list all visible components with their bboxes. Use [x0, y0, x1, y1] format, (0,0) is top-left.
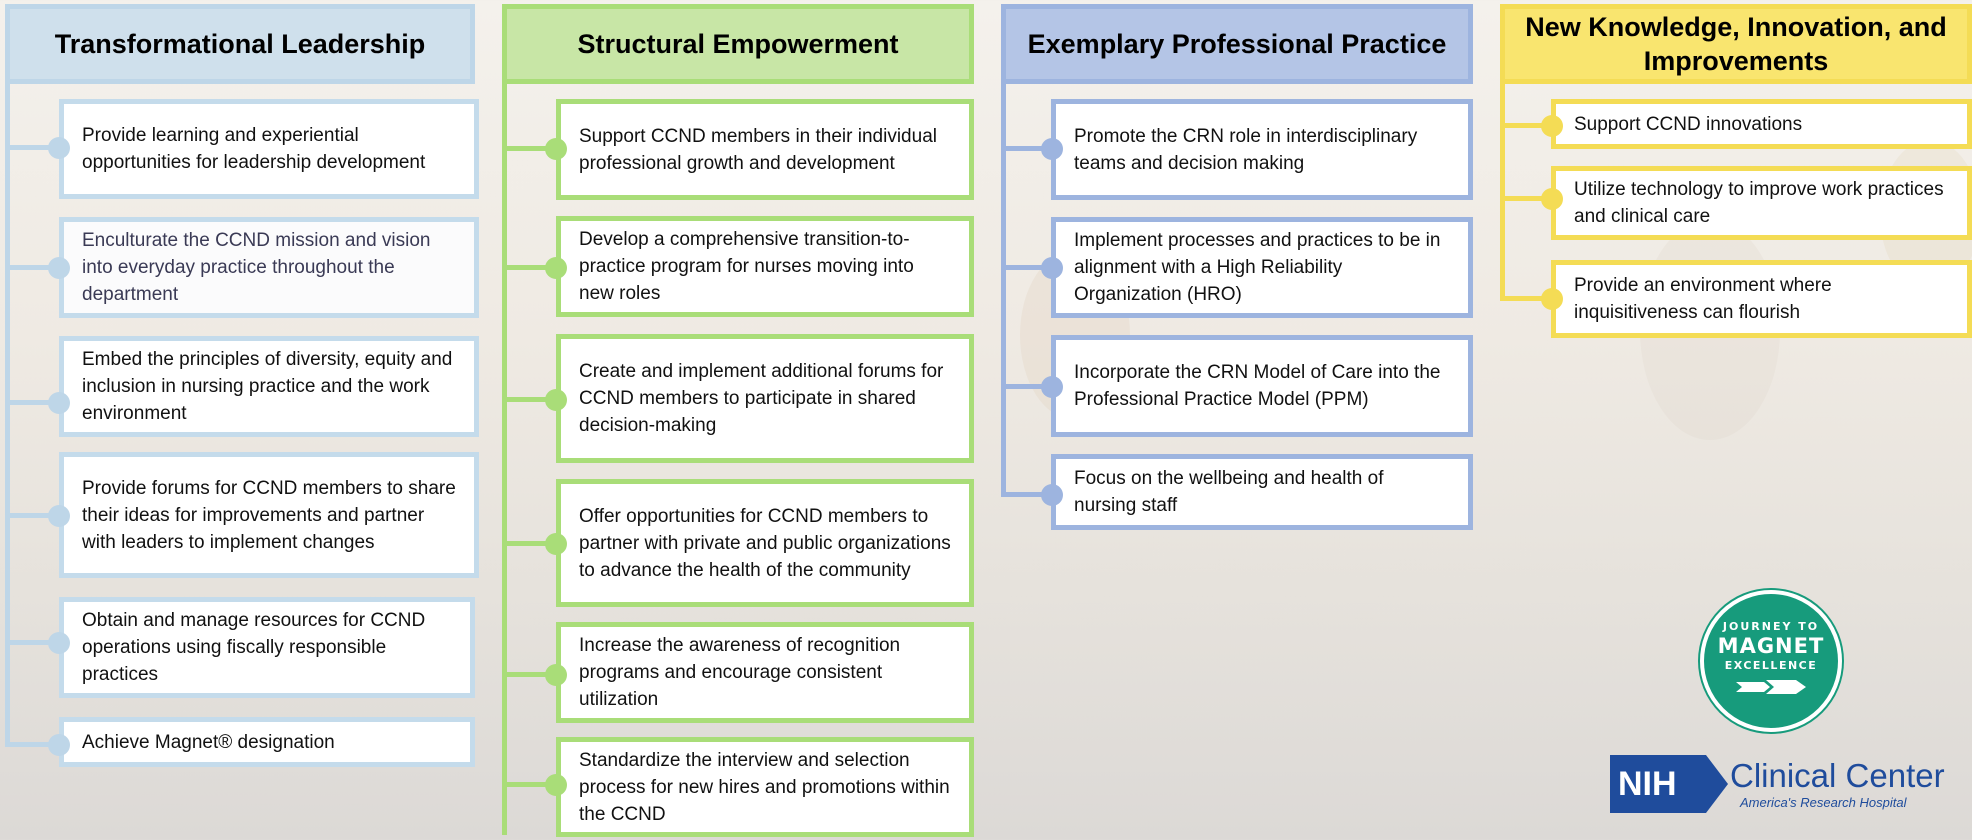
goal-card: Achieve Magnet® designation — [59, 717, 475, 767]
spine-line — [502, 80, 507, 835]
badge-line-2: MAGNET — [1717, 634, 1825, 658]
connector-dot — [1041, 376, 1063, 398]
connector-line — [1500, 296, 1551, 301]
connector-dot — [1041, 484, 1063, 506]
connector-dot — [545, 664, 567, 686]
connector-line — [502, 146, 556, 151]
badge-line-3: EXCELLENCE — [1724, 659, 1818, 672]
connector-line — [1001, 492, 1051, 497]
goal-text: Support CCND innovations — [1574, 113, 1803, 135]
goal-card: Support CCND members in their individual… — [556, 99, 974, 200]
connector-dot — [1541, 288, 1563, 310]
goal-card: Enculturate the CCND mission and vision … — [59, 217, 479, 318]
connector-line — [5, 400, 59, 405]
goal-text: Support CCND members in their individual… — [579, 125, 937, 174]
nih-logo-box: NIH — [1610, 755, 1728, 813]
connector-line — [5, 513, 59, 518]
connector-line — [502, 782, 556, 787]
spine-line — [5, 80, 10, 747]
goal-text: Promote the CRN role in interdisciplinar… — [1074, 125, 1418, 174]
connector-dot — [48, 137, 70, 159]
connector-dot — [48, 392, 70, 414]
goal-text: Obtain and manage resources for CCND ope… — [82, 610, 426, 685]
connector-dot — [48, 505, 70, 527]
connector-line — [5, 145, 59, 150]
goal-text: Increase the awareness of recognition pr… — [579, 635, 901, 710]
connector-dot — [545, 257, 567, 279]
goal-text: Focus on the wellbeing and health of nur… — [1074, 468, 1384, 516]
column-header: Structural Empowerment — [502, 4, 974, 84]
connector-dot — [48, 632, 70, 654]
goal-card: Offer opportunities for CCND members to … — [556, 479, 974, 607]
column-title: Exemplary Professional Practice — [1027, 29, 1447, 59]
connector-line — [1001, 384, 1051, 389]
goal-text: Standardize the interview and selection … — [579, 749, 950, 825]
connector-dot — [48, 257, 70, 279]
goal-text: Incorporate the CRN Model of Care into t… — [1074, 362, 1441, 410]
goal-card: Obtain and manage resources for CCND ope… — [59, 597, 475, 698]
goal-card: Provide an environment where inquisitive… — [1551, 260, 1972, 338]
column-header: New Knowledge, Innovation, and Improveme… — [1500, 4, 1972, 84]
connector-line — [5, 640, 59, 645]
goal-card: Increase the awareness of recognition pr… — [556, 622, 974, 723]
connector-dot — [1541, 115, 1563, 137]
connector-dot — [1041, 257, 1063, 279]
connector-line — [1001, 265, 1051, 270]
column-title: Structural Empowerment — [577, 29, 899, 59]
connector-line — [502, 541, 556, 546]
connector-line — [502, 397, 556, 402]
connector-dot — [545, 389, 567, 411]
goal-text: Enculturate the CCND mission and vision … — [82, 230, 431, 305]
goal-text: Implement processes and practices to be … — [1074, 230, 1441, 305]
goal-card: Embed the principles of diversity, equit… — [59, 336, 479, 437]
goal-card: Standardize the interview and selection … — [556, 737, 974, 837]
column-title: New Knowledge, Innovation, and Improveme… — [1525, 12, 1947, 76]
column-title: Transformational Leadership — [54, 29, 426, 59]
spine-line — [1001, 80, 1006, 495]
connector-line — [1500, 196, 1551, 201]
goal-card: Develop a comprehensive transition-to-pr… — [556, 216, 974, 317]
connector-line — [1001, 146, 1051, 151]
goal-text: Provide an environment where inquisitive… — [1574, 275, 1832, 323]
connector-line — [502, 265, 556, 270]
connector-dot — [545, 533, 567, 555]
goal-text: Achieve Magnet® designation — [82, 731, 335, 753]
connector-dot — [1041, 138, 1063, 160]
connector-line — [502, 672, 556, 677]
goal-text: Develop a comprehensive transition-to-pr… — [579, 229, 914, 304]
goal-text: Provide learning and experiential opport… — [82, 125, 426, 173]
goal-card: Incorporate the CRN Model of Care into t… — [1051, 335, 1473, 437]
nih-logo-text: NIH — [1618, 764, 1677, 803]
column-header: Exemplary Professional Practice — [1001, 4, 1473, 84]
goal-card: Implement processes and practices to be … — [1051, 217, 1473, 318]
connector-line — [5, 742, 59, 747]
chevron-arrows-icon — [1736, 680, 1806, 694]
connector-line — [1500, 123, 1551, 128]
column-header: Transformational Leadership — [5, 4, 475, 84]
connector-dot — [545, 774, 567, 796]
goal-card: Focus on the wellbeing and health of nur… — [1051, 454, 1473, 530]
goal-card: Support CCND innovations — [1551, 99, 1972, 149]
magnet-excellence-badge: JOURNEY TO MAGNET EXCELLENCE — [1700, 590, 1842, 732]
connector-line — [5, 265, 59, 270]
goal-card: Create and implement additional forums f… — [556, 334, 974, 463]
goal-text: Embed the principles of diversity, equit… — [82, 349, 453, 424]
goal-card: Provide forums for CCND members to share… — [59, 452, 479, 578]
nih-logo-tagline: America's Research Hospital — [1740, 795, 1907, 810]
spine-line — [1500, 80, 1505, 300]
goal-text: Create and implement additional forums f… — [579, 361, 944, 436]
goal-card: Promote the CRN role in interdisciplinar… — [1051, 99, 1473, 200]
connector-dot — [48, 734, 70, 756]
goal-text: Utilize technology to improve work pract… — [1574, 179, 1944, 227]
connector-dot — [1541, 188, 1563, 210]
connector-dot — [545, 138, 567, 160]
goal-card: Utilize technology to improve work pract… — [1551, 166, 1972, 240]
goal-text: Provide forums for CCND members to share… — [82, 477, 456, 553]
nih-logo-name: Clinical Center — [1730, 757, 1945, 794]
goal-text: Offer opportunities for CCND members to … — [579, 505, 951, 581]
goal-card: Provide learning and experiential opport… — [59, 99, 479, 199]
badge-line-1: JOURNEY TO — [1722, 620, 1820, 633]
